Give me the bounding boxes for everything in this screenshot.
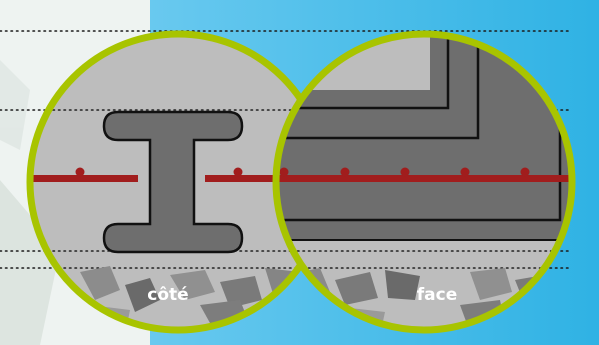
side-rebar-right <box>205 175 326 182</box>
rail-profile <box>102 110 244 254</box>
front-rebar <box>276 175 572 182</box>
side-rebar-left <box>30 175 138 182</box>
front-view-label: face <box>417 285 457 305</box>
left-mesh-texture <box>0 60 60 345</box>
side-view-label: côté <box>147 285 188 305</box>
front-view-ring <box>272 30 576 334</box>
